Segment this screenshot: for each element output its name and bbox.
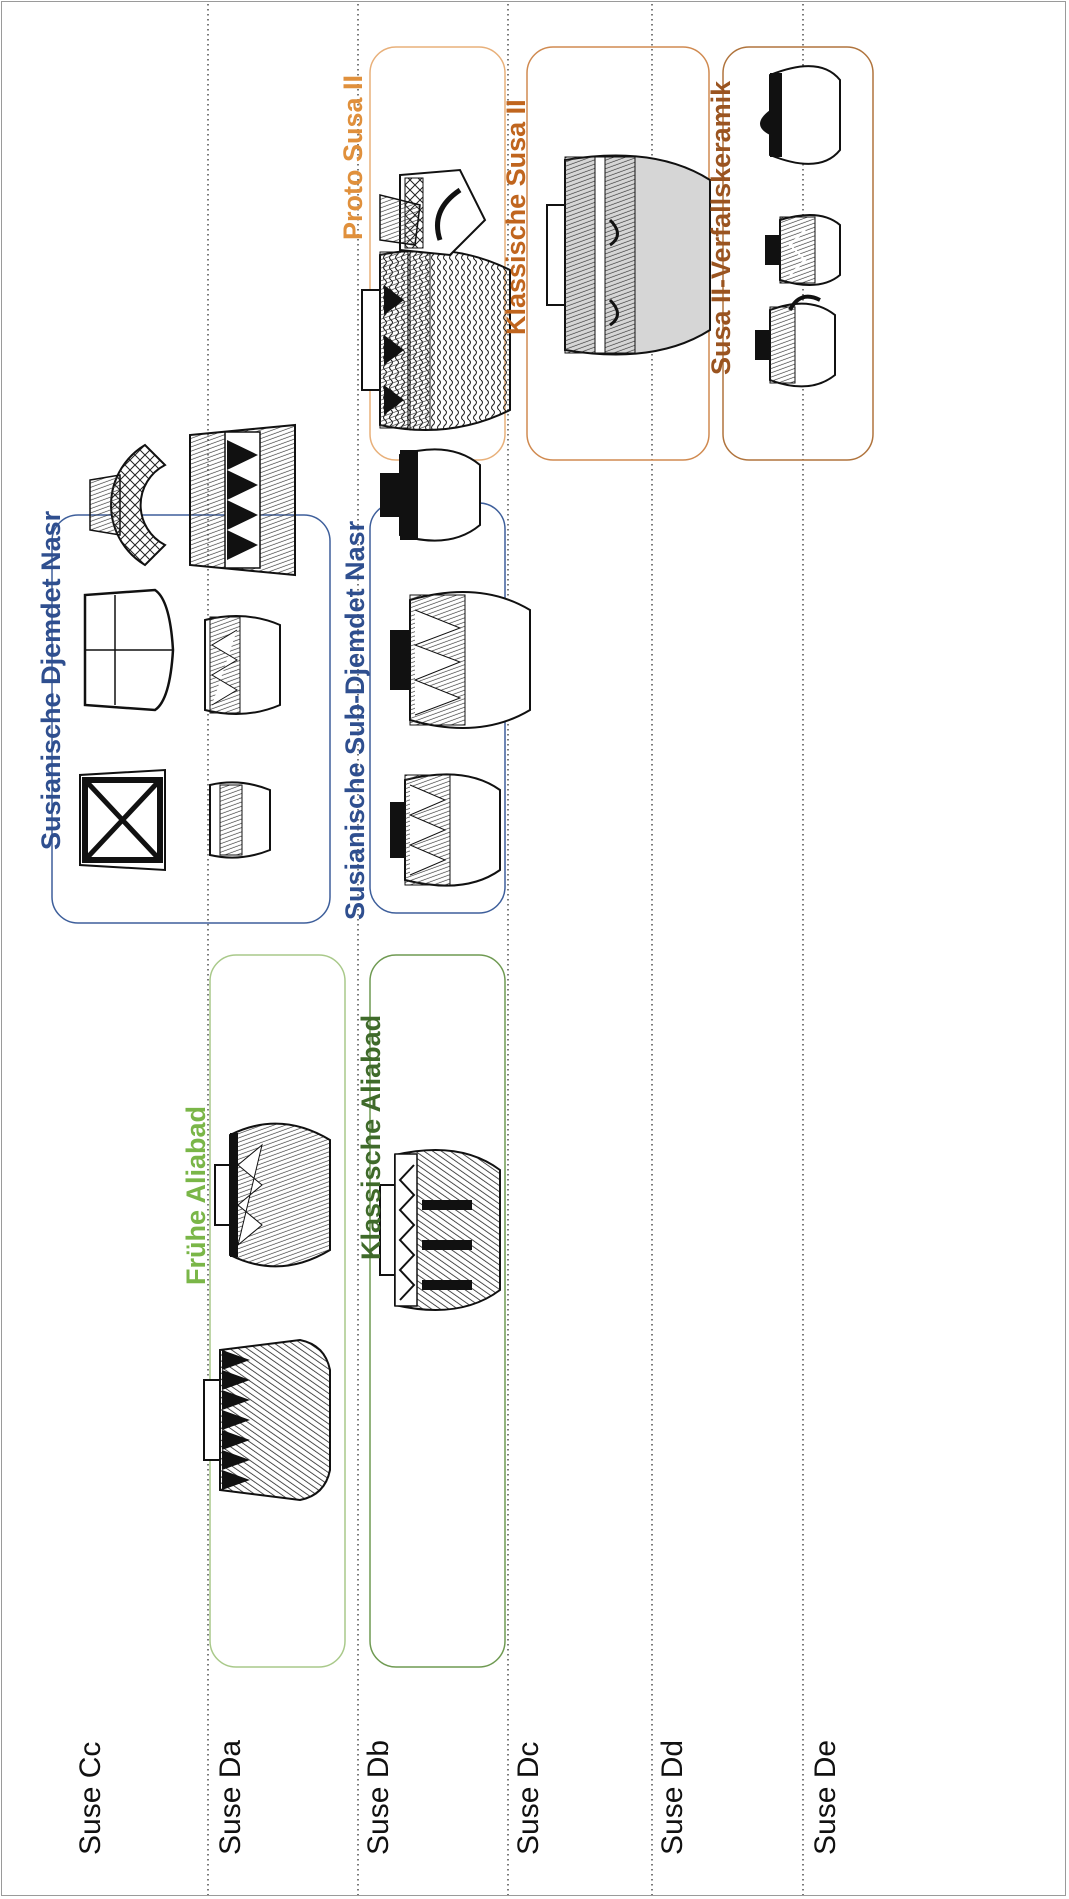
vessel-drawing	[755, 294, 836, 388]
group-label: Klassische Aliabad	[356, 1015, 386, 1260]
vessel-drawing	[379, 1149, 501, 1311]
group-label: Susa II-Verfallskeramik	[706, 80, 736, 375]
group-label: Frühe Aliabad	[181, 1106, 211, 1285]
group-box	[369, 954, 506, 1668]
vessel-drawing	[380, 448, 481, 542]
vessel-drawing	[209, 781, 271, 859]
phase-label: Suse Cc	[74, 1742, 107, 1855]
vessel-drawing	[214, 1122, 331, 1268]
phase-label: Suse Dd	[656, 1740, 689, 1855]
vessel-drawing	[204, 615, 281, 715]
group-label: Susianische Djemdet Nasr	[36, 510, 66, 850]
group-label: Klassische Susa II	[501, 99, 531, 335]
vessel-drawing	[79, 768, 166, 872]
phase-label: Suse Dc	[512, 1742, 545, 1855]
phase-labels: Suse Cc Suse Da Suse Db Suse Dc Suse Dd Suse …	[74, 1740, 842, 1855]
pottery-drawings	[79, 65, 841, 1502]
vessel-drawing	[546, 154, 711, 356]
vessel-drawing	[89, 443, 167, 567]
phase-label: Suse Db	[362, 1740, 395, 1855]
group-box	[209, 954, 346, 1668]
vessel-drawing	[189, 423, 296, 577]
vessel-drawing	[390, 591, 531, 729]
phase-label: Suse De	[809, 1740, 842, 1855]
vessel-drawing	[379, 194, 421, 246]
vessel-drawing	[203, 1338, 331, 1502]
group-label: Susianische Sub-Djemdet Nasr	[340, 520, 370, 920]
vessel-drawing	[361, 249, 511, 431]
group-labels: Frühe Aliabad Klassische Aliabad Susianisc…	[36, 75, 736, 1285]
vessel-drawing	[765, 214, 841, 286]
group-box	[722, 46, 874, 461]
vessel-drawing	[390, 773, 501, 887]
group-label: Proto Susa II	[338, 75, 368, 240]
phase-label: Suse Da	[214, 1740, 247, 1855]
vessel-drawing	[83, 588, 175, 712]
vessel-drawing	[760, 65, 841, 165]
